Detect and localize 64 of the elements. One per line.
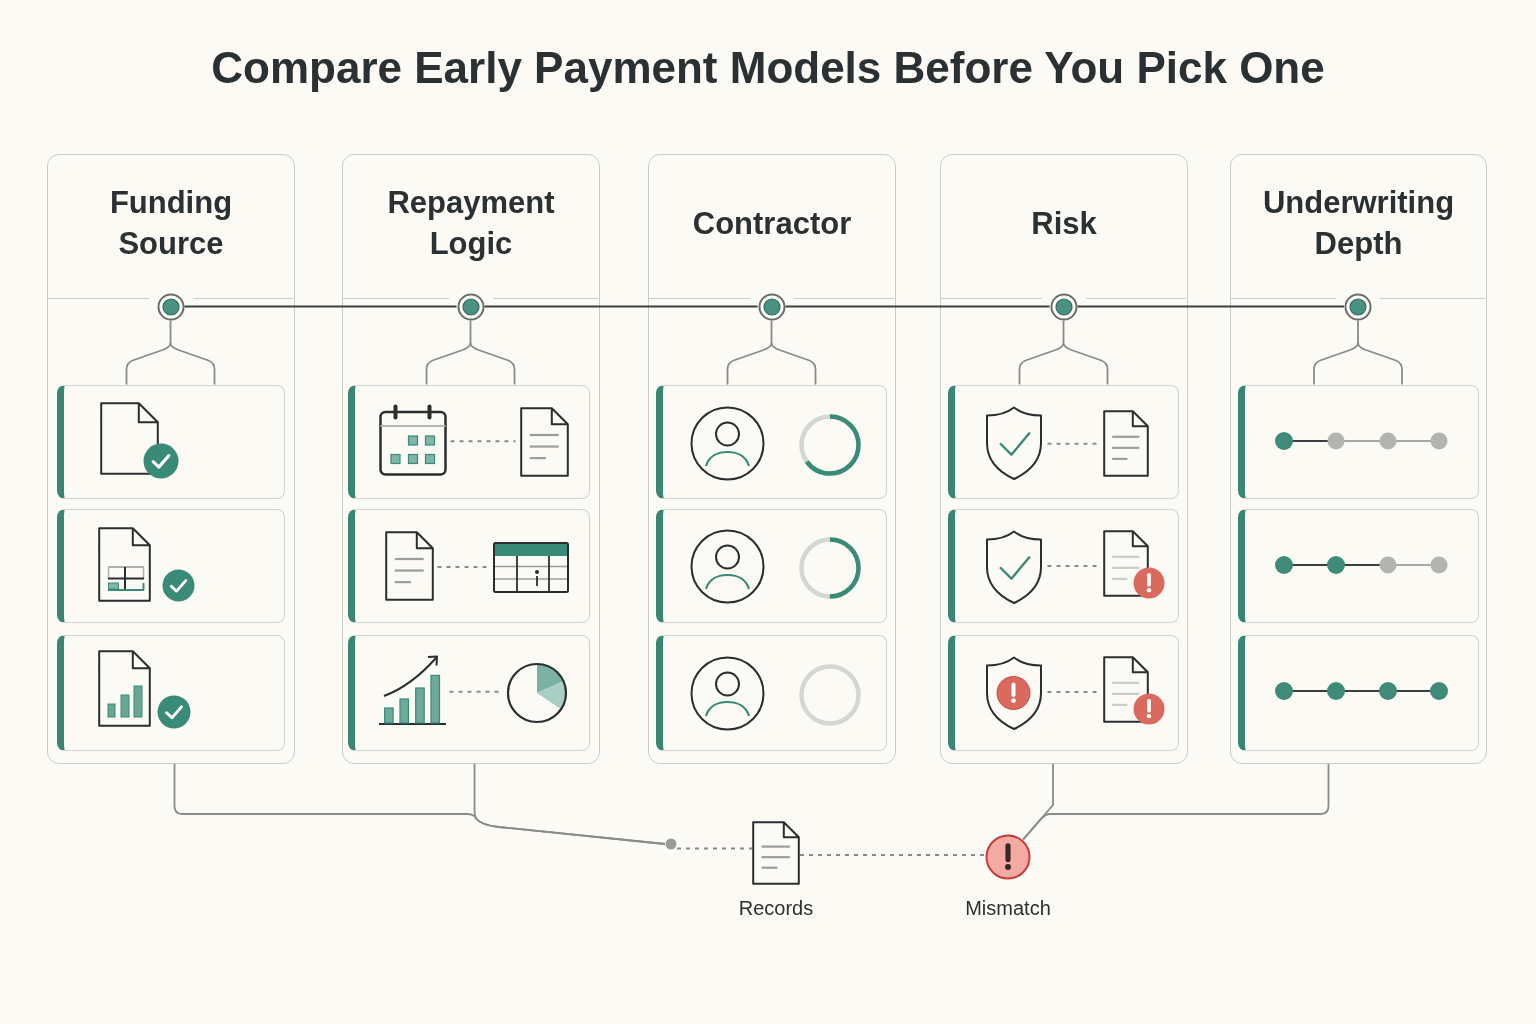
column-panel (1230, 154, 1487, 764)
document-icon (519, 407, 569, 478)
column-panel (648, 154, 896, 764)
ring-dot-icon (757, 292, 786, 321)
fork-connector (1313, 319, 1403, 386)
option-card (947, 384, 1179, 499)
connector-line (483, 305, 759, 308)
ring-dot-icon (1049, 292, 1078, 321)
column-heading: Funding Source (108, 184, 234, 263)
option-card (947, 508, 1179, 623)
option-card (1237, 634, 1479, 751)
node-label: Mismatch (965, 896, 1051, 920)
option-card (655, 634, 887, 751)
document-icon (1102, 410, 1149, 478)
pie-chart-icon (505, 662, 568, 725)
dotted-connector (449, 440, 517, 443)
option-card (1237, 384, 1479, 499)
calendar-icon (378, 404, 447, 477)
column-heading: Risk (1030, 204, 1098, 243)
column-heading: Repayment Logic (386, 184, 556, 263)
option-card (347, 634, 590, 751)
ring-dot-icon (1344, 292, 1372, 321)
dotted-connector (1046, 565, 1100, 567)
document-alert-icon (1102, 529, 1165, 600)
column-panel (47, 154, 295, 764)
dotted-connector (1046, 442, 1100, 445)
connector-line (784, 305, 1051, 308)
dotted-connector (676, 847, 753, 850)
growth-chart-icon (378, 654, 446, 727)
dotted-connector (436, 566, 490, 568)
option-card (347, 508, 590, 623)
shield-check-icon (983, 530, 1044, 606)
title: Compare Early Payment Models Before You Pick One (211, 43, 1325, 92)
option-card (655, 508, 887, 623)
option-card (56, 508, 285, 623)
dot-icon (665, 838, 677, 850)
option-card (655, 384, 887, 499)
option-card (56, 634, 285, 751)
document-alert-icon (1102, 655, 1165, 726)
connector-line (183, 305, 458, 308)
shield-check-icon (983, 406, 1044, 482)
shield-alert-icon (983, 656, 1044, 732)
connector-line (1076, 305, 1345, 308)
fork-connector (1018, 319, 1109, 386)
option-card (347, 384, 590, 499)
node-label: Records (738, 896, 814, 920)
column-heading: Underwriting Depth (1261, 184, 1456, 263)
connector-line (473, 763, 666, 845)
column-heading: Contractor (691, 204, 853, 243)
dotted-connector (1046, 691, 1100, 693)
document-icon (384, 531, 434, 602)
table-icon (492, 542, 569, 594)
column-panel (940, 154, 1188, 764)
connector-line (1022, 763, 1330, 841)
dotted-connector (799, 854, 986, 856)
fork-connector (125, 319, 216, 386)
option-card (1237, 508, 1479, 623)
column-panel (342, 154, 600, 764)
ring-dot-icon (156, 292, 185, 321)
fork-connector (425, 319, 516, 386)
fork-connector (726, 319, 817, 386)
ring-dot-icon (456, 292, 485, 321)
option-card (56, 384, 285, 499)
option-card (947, 634, 1179, 751)
